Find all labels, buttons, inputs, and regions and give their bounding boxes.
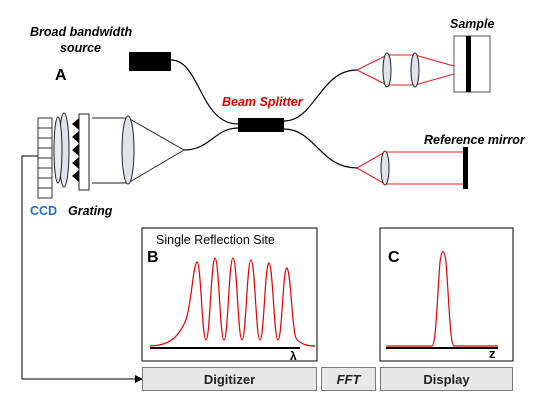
spectrometer-beam — [92, 117, 185, 184]
fft-box: FFT — [321, 367, 376, 391]
grating-label: Grating — [68, 204, 113, 218]
display-box: Display — [380, 367, 513, 391]
reference-lens — [380, 150, 390, 186]
panel-c-frame — [379, 227, 514, 362]
source-fiber — [170, 59, 239, 125]
spectrometer-collimator-lens — [121, 115, 135, 185]
digitizer-box: Digitizer — [142, 367, 317, 391]
sample-holder — [453, 35, 491, 93]
beam-splitter-block — [238, 118, 284, 132]
panel-a-label: A — [55, 67, 67, 84]
panel-b-interferogram — [149, 257, 316, 347]
reference-arm-beam — [356, 151, 463, 185]
ccd-signal-wire — [21, 155, 137, 380]
sample-slab — [466, 36, 471, 92]
panel-b-title: Single Reflection Site — [156, 233, 275, 247]
light-source-block — [129, 52, 171, 71]
reference-mirror-label: Reference mirror — [424, 133, 525, 147]
beam-splitter-label: Beam Splitter — [222, 95, 303, 109]
focusing-lens-2 — [53, 116, 63, 184]
source-label-line2: source — [60, 41, 101, 55]
lambda-axis-label: λ — [290, 349, 297, 363]
reference-mirror — [463, 147, 468, 189]
grating-body — [78, 113, 90, 191]
sample-arm-fiber — [283, 69, 358, 122]
sample-label: Sample — [450, 17, 495, 31]
spectrometer-fiber — [183, 127, 239, 151]
z-axis-label: z — [489, 346, 496, 361]
sample-objective-lens — [410, 52, 420, 88]
grating-teeth — [72, 118, 79, 182]
ccd-array — [37, 117, 53, 199]
source-label-line1: Broad bandwidth — [30, 25, 133, 39]
sample-arm-beam — [356, 54, 469, 86]
ccd-label: CCD — [30, 204, 58, 218]
panel-c-peak — [386, 250, 498, 347]
panel-b-label: B — [147, 249, 159, 266]
panel-c-label: C — [388, 249, 400, 266]
panel-b-frame — [141, 227, 318, 362]
digitizer-arrowhead — [135, 375, 143, 383]
sample-collimator-lens — [382, 52, 392, 88]
reference-arm-fiber — [283, 128, 358, 169]
